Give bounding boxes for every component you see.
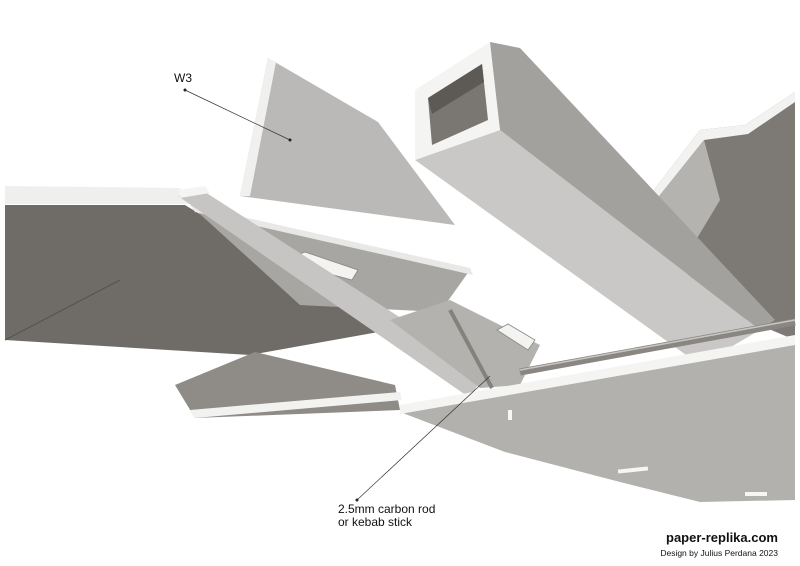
lower-left-edge [190,392,402,418]
wing-plank [178,192,485,398]
tube-side [415,130,760,365]
w3-leader-dot [288,138,292,142]
w3-leader-line [184,89,291,141]
w3-fin [240,58,455,225]
bottom-right-plate-edge [400,335,795,414]
left-wing-top-edge [5,186,190,204]
slot-tab-2 [496,323,536,351]
kebab-stick-label: or kebab stick [338,515,413,529]
w3-leader-dot-start [183,88,187,92]
mid-plate-edge [190,205,473,275]
slot-2 [745,492,767,496]
carbon-rod-highlight [519,319,796,371]
rod-leader-dot [355,498,359,502]
design-credit: Design by Julius Perdana 2023 [660,548,778,558]
bottom-right-plate [400,342,795,502]
left-wing-underside [5,205,390,355]
site-name: paper-replika.com [666,530,778,545]
wing-crease [4,279,121,341]
tube-top [490,42,775,330]
rod-leader-line [356,375,491,501]
slot-3 [508,410,512,420]
wing-plank-edge [178,186,210,198]
carbon-rod-vertical [448,309,494,389]
w3-label: W3 [174,71,192,85]
carbon-rod-label: 2.5mm carbon rod [338,502,436,516]
tube-inner-face [428,64,484,114]
carbon-rod-horizontal [519,318,796,376]
slot-1 [617,466,649,474]
w3-fin-edge [240,58,276,196]
right-fan-edge [650,92,795,200]
inner-plate [390,300,540,388]
